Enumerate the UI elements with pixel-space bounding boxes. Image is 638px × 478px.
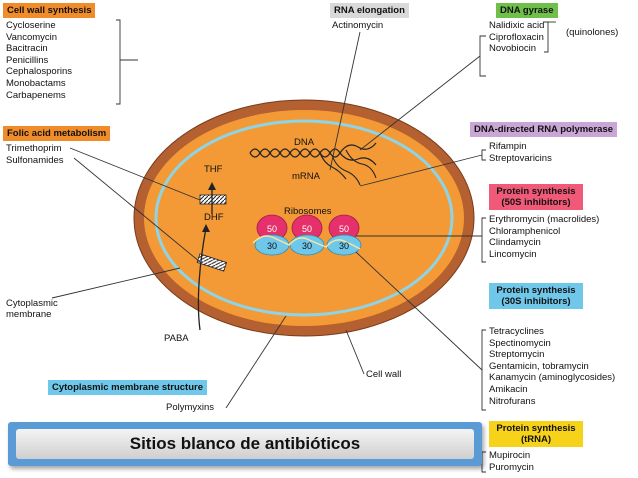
list-item: Carbapenems [6, 89, 66, 101]
header-line: (30S inhibitors) [501, 296, 571, 307]
cell-wall-synthesis-list: Cycloserine Vancomycin Bacitracin Penici… [6, 20, 72, 101]
header-line: Protein synthesis [496, 285, 576, 296]
cytoplasmic-membrane-label: Cytoplasmic membrane [6, 298, 58, 320]
subunit-30-label-1: 30 [267, 241, 277, 251]
title-banner: Sitios blanco de antibióticos [8, 422, 482, 466]
protein-synthesis-50s-header: Protein synthesis (50S inhibitors) [489, 184, 583, 210]
list-item: Penicillins [6, 54, 49, 66]
list-item: Sulfonamides [6, 154, 64, 166]
folic-acid-metabolism-list: Trimethoprim Sulfonamides [6, 143, 64, 166]
leader-lines [51, 19, 556, 473]
dna-gyrase-header: DNA gyrase [496, 3, 558, 18]
label-line: Cytoplasmic [6, 298, 58, 309]
header-line: (50S inhibitors) [501, 197, 571, 208]
title-banner-text: Sitios blanco de antibióticos [16, 429, 474, 459]
list-item: Cycloserine [6, 20, 56, 31]
list-item: Gentamicin, tobramycin [489, 360, 589, 372]
label-line: membrane [6, 309, 52, 320]
enzyme-block-dhf [196, 253, 228, 272]
list-item: Novobiocin [489, 43, 536, 55]
quinolones-note: (quinolones) [566, 27, 619, 38]
list-item: Ciprofloxacin [489, 31, 544, 43]
protein-synthesis-50s-list: Erythromycin (macrolides) Chloramphenico… [489, 214, 599, 260]
header-line: Protein synthesis [496, 423, 576, 434]
subunit-50-label-1: 50 [267, 224, 277, 234]
cell-wall-label: Cell wall [366, 369, 402, 380]
mrna-strand-ribosomes [252, 235, 361, 250]
subunit-50-label-2: 50 [302, 224, 312, 234]
enzyme-block-thf [199, 194, 227, 205]
list-item: Amikacin [489, 383, 528, 395]
cytoplasmic-membrane-structure-header: Cytoplasmic membrane structure [48, 380, 207, 395]
header-line: (tRNA) [520, 434, 552, 445]
list-item: Mupirocin [489, 450, 531, 461]
ribosome-2 [289, 214, 325, 256]
subunit-50-label-3: 50 [339, 224, 349, 234]
protein-synthesis-trna-header: Protein synthesis (tRNA) [489, 421, 583, 447]
list-item: Lincomycin [489, 248, 537, 260]
subunit-30-label-3: 30 [339, 241, 349, 251]
cytoplasmic-membrane [154, 119, 454, 317]
list-item: Trimethoprim [6, 143, 62, 154]
protein-synthesis-trna-list: Mupirocin Puromycin [489, 450, 534, 473]
cell-wall-synthesis-header: Cell wall synthesis [3, 3, 96, 18]
list-item: Clindamycin [489, 237, 541, 249]
ribosomes-label: Ribosomes [284, 206, 332, 217]
paba-label: PABA [164, 333, 189, 344]
list-item: Nitrofurans [489, 395, 536, 407]
protein-synthesis-30s-header: Protein synthesis (30S inhibitors) [489, 283, 583, 309]
list-item: Erythromycin (macrolides) [489, 214, 600, 225]
mrna-label: mRNA [292, 171, 320, 182]
list-item: Chloramphenicol [489, 225, 561, 237]
list-item: Streptomycin [489, 349, 545, 361]
list-item: Bacitracin [6, 43, 48, 55]
cytoplasmic-membrane-structure-list: Polymyxins [166, 402, 214, 414]
dhf-label: DHF [204, 212, 224, 223]
dna-label: DNA [294, 137, 315, 148]
rna-elongation-list: Actinomycin [332, 20, 383, 32]
list-item: Kanamycin (aminoglycosides) [489, 372, 616, 384]
list-item: Monobactams [6, 77, 66, 89]
rna-polymerase-list: Rifampin Streptovaricins [489, 141, 552, 164]
list-item: Actinomycin [332, 20, 384, 31]
thf-label: THF [204, 164, 223, 175]
list-item: Spectinomycin [489, 337, 551, 349]
list-item: Nalidixic acid [489, 20, 545, 31]
ribosomes [252, 214, 362, 256]
mrna-strands [319, 149, 377, 186]
folic-acid-metabolism-header: Folic acid metabolism [3, 126, 111, 141]
paba-arrow [197, 227, 207, 331]
list-item: Polymyxins [166, 402, 215, 413]
list-item: Cephalosporins [6, 66, 73, 78]
dna-helix [249, 142, 377, 166]
list-item: Vancomycin [6, 31, 58, 43]
list-item: Rifampin [489, 141, 527, 152]
ribosome-1 [254, 214, 290, 256]
list-item: Puromycin [489, 461, 534, 473]
dna-gyrase-list: Nalidixic acid Ciprofloxacin Novobiocin [489, 20, 544, 55]
rna-polymerase-header: DNA-directed RNA polymerase [470, 122, 618, 137]
list-item: Tetracyclines [489, 326, 544, 337]
subunit-30-label-2: 30 [302, 241, 312, 251]
rna-elongation-header: RNA elongation [330, 3, 409, 18]
header-line: Protein synthesis [496, 186, 576, 197]
protein-synthesis-30s-list: Tetracyclines Spectinomycin Streptomycin… [489, 326, 615, 407]
list-item: Streptovaricins [489, 152, 552, 164]
